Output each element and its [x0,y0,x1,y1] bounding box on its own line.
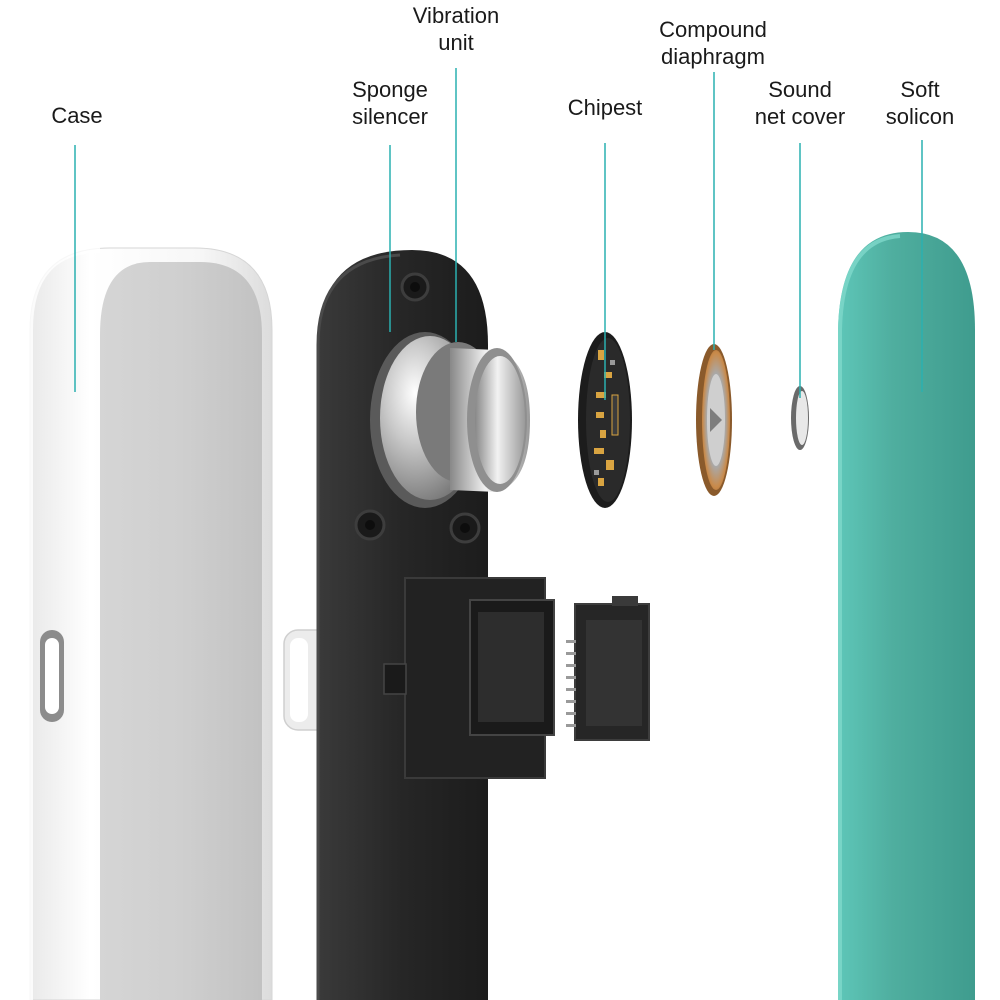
chipest-part [578,332,632,508]
soft-solicon-part [838,232,975,1000]
label-sound-net-cover: Sound net cover [754,77,846,129]
label-soft-solicon: Soft solicon [885,77,955,129]
label-chipest: Chipest [567,95,643,120]
label-sponge-silencer: Sponge silencer [352,77,428,129]
flex-connector-part [566,596,650,741]
compound-diaphragm-part [696,344,732,496]
sound-net-cover-part [791,386,809,450]
leader-lines [74,68,923,400]
label-vibration-unit: Vibration unit [412,3,500,55]
label-case: Case [51,103,103,128]
label-compound-diaphragm: Compound diaphragm [659,17,767,69]
vibration-unit-part [370,332,530,508]
case-part [27,247,273,1000]
